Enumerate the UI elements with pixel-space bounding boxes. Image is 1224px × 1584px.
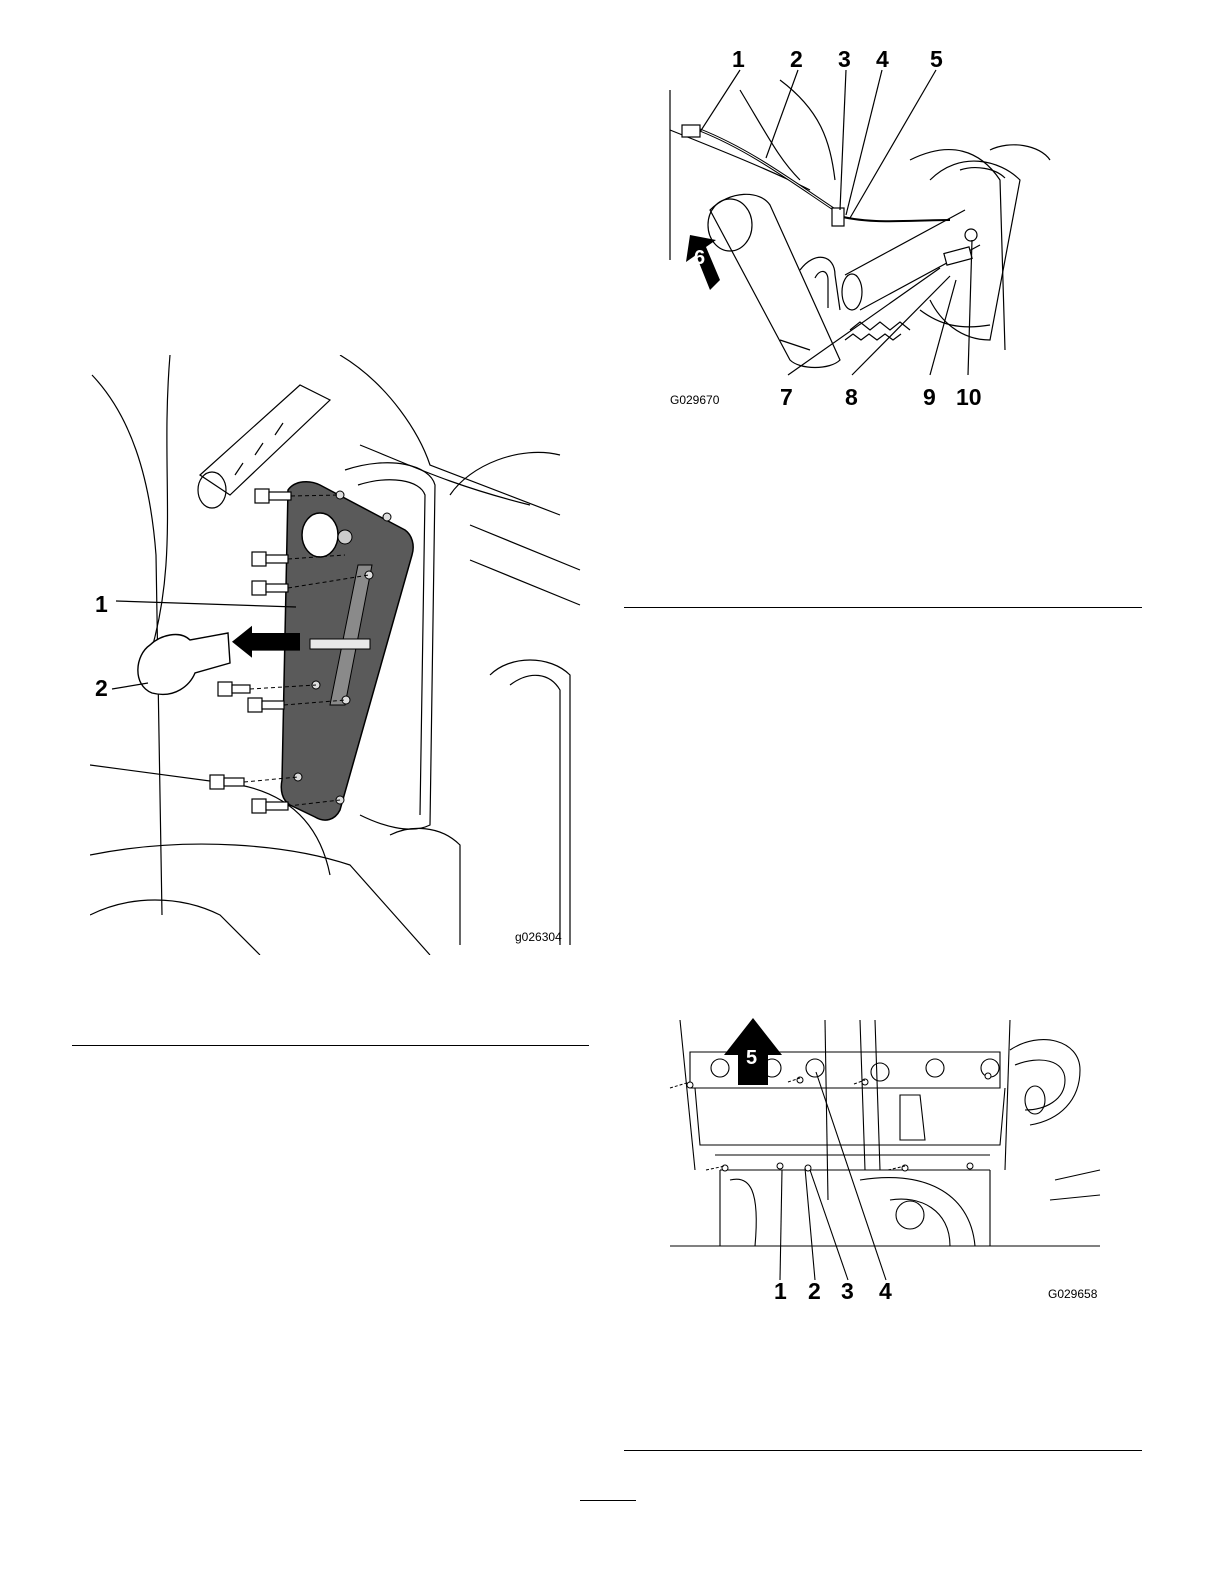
callout-9: 9 [923, 386, 936, 409]
panel-removal-illustration [660, 1010, 1120, 1310]
callout-7: 7 [780, 386, 793, 409]
shift-lever-illustration [90, 355, 590, 955]
callout-4: 4 [879, 1280, 892, 1303]
figure-id: g026304 [515, 931, 562, 943]
cable-routing-illustration [660, 40, 1130, 420]
shift-knob [138, 633, 230, 694]
callout-6: 6 [694, 248, 705, 268]
callout-5: 5 [746, 1048, 757, 1068]
callout-3: 3 [841, 1280, 854, 1303]
figure-cable-routing: 1 2 3 4 5 6 7 8 9 10 G029670 [660, 40, 1130, 420]
callout-5: 5 [930, 48, 943, 71]
section-divider [72, 1045, 589, 1046]
callout-4: 4 [876, 48, 889, 71]
figure-panel-removal: 5 1 2 3 4 G029658 [660, 1010, 1120, 1310]
callout-8: 8 [845, 386, 858, 409]
callout-10: 10 [956, 386, 982, 409]
figure-id: G029670 [670, 394, 719, 406]
callout-1: 1 [774, 1280, 787, 1303]
callout-1: 1 [732, 48, 745, 71]
figure-shift-lever: 1 2 g026304 [90, 355, 590, 955]
callout-2: 2 [808, 1280, 821, 1303]
section-divider [624, 607, 1142, 608]
callout-1: 1 [95, 593, 108, 616]
callout-2: 2 [95, 677, 108, 700]
page-number-rule [580, 1500, 636, 1501]
section-divider [624, 1450, 1142, 1451]
callout-3: 3 [838, 48, 851, 71]
figure-id: G029658 [1048, 1288, 1097, 1300]
callout-2: 2 [790, 48, 803, 71]
